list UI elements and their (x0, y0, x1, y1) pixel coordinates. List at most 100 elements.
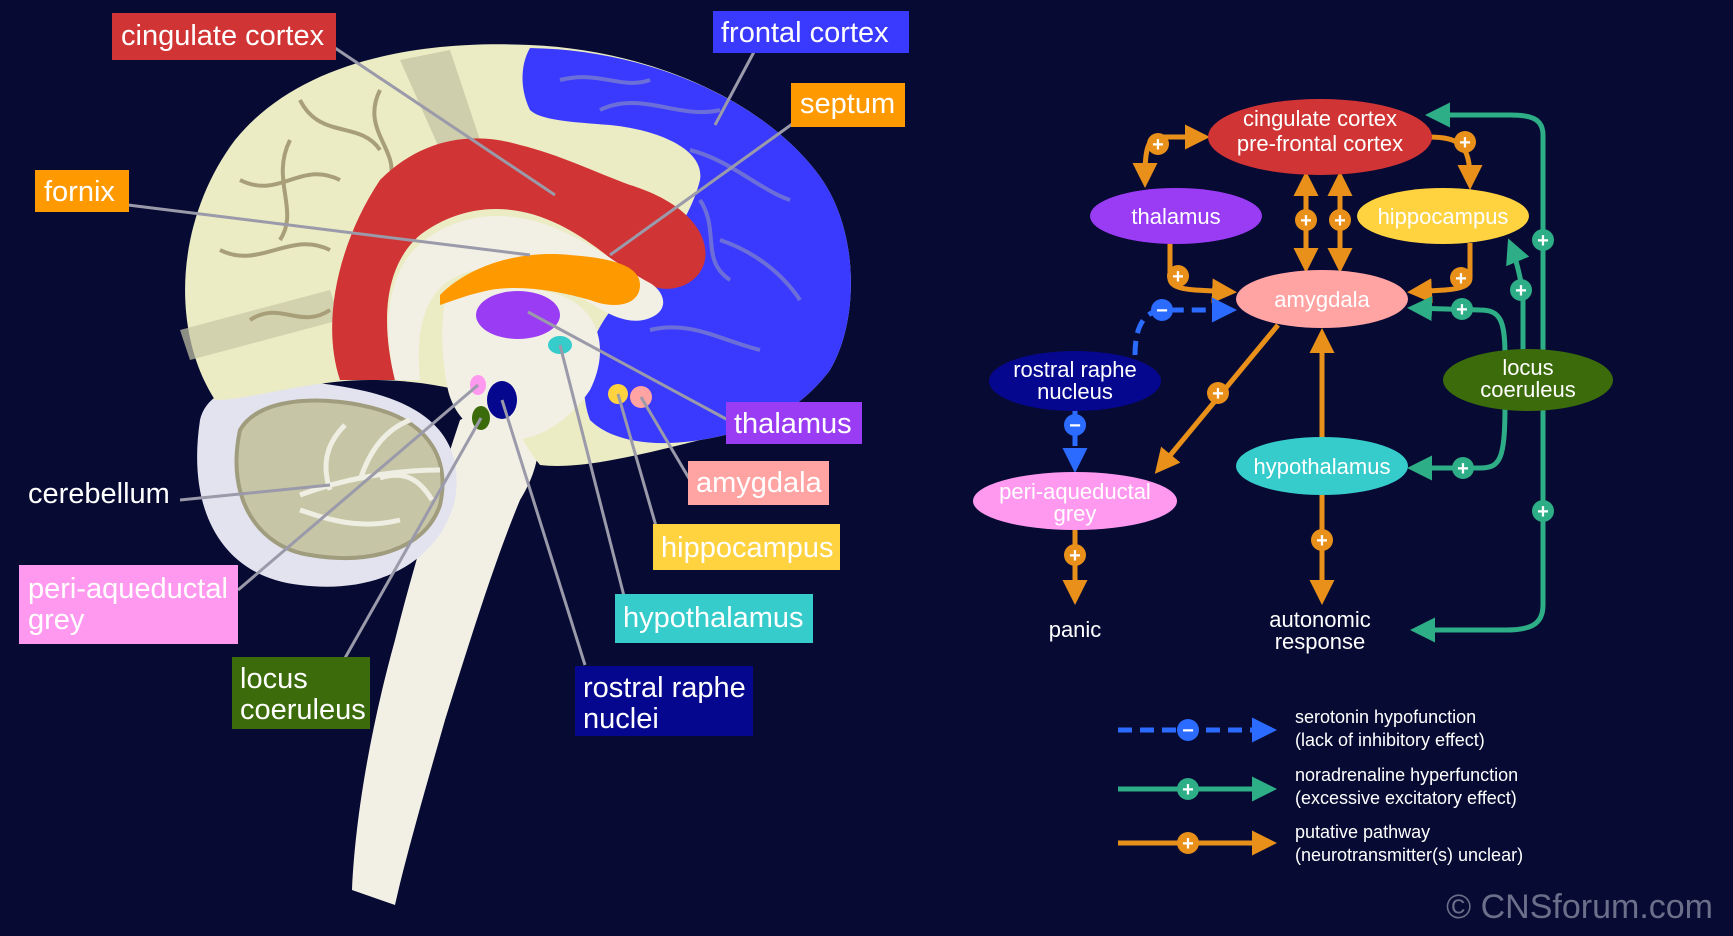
svg-text:+: + (1456, 299, 1468, 321)
locus-node: locus coeruleus (1443, 349, 1613, 411)
amygdala-node: amygdala (1236, 270, 1408, 328)
leader-septum (609, 120, 796, 257)
septum-label-box (791, 83, 905, 127)
svg-text:+: + (1537, 501, 1549, 523)
hippocampus-label-box (653, 524, 840, 570)
sign-badges: + + + + + + + + + + + + + + − − (1064, 131, 1554, 567)
locus-label-line2: coeruleus (240, 694, 366, 726)
autonomic-label-line2: response (1275, 629, 1366, 654)
cerebellum-folia (299, 417, 441, 527)
svg-text:+: + (1316, 530, 1328, 552)
locus-label-box (232, 657, 370, 729)
svg-text:+: + (1182, 779, 1194, 801)
cerebrum-gyri (219, 89, 394, 322)
legend-serotonin: − serotonin hypofunction (lack of inhibi… (1118, 707, 1485, 750)
leader-pag (237, 383, 479, 592)
svg-text:−: − (1182, 720, 1194, 742)
raphe-label-line2: nuclei (583, 703, 659, 735)
leader-cerebellum (179, 483, 331, 502)
thalamus-node: thalamus (1090, 188, 1262, 244)
hippocampus-label: hippocampus (661, 532, 834, 564)
pag-node: peri-aqueductal grey (973, 472, 1177, 530)
svg-text:+: + (1459, 132, 1471, 154)
legend-putative-line1: putative pathway (1295, 822, 1430, 842)
leader-lines (127, 46, 796, 666)
pag-node-line2: grey (1054, 501, 1097, 526)
badge-plus: + (1207, 382, 1229, 405)
hypothalamus-node: hypothalamus (1236, 437, 1408, 495)
cingulate-node: cingulate cortex pre-frontal cortex (1208, 99, 1432, 175)
raphe-node: rostral raphe nucleus (989, 351, 1161, 411)
svg-text:+: + (1069, 545, 1081, 567)
legend-putative-line2: (neurotransmitter(s) unclear) (1295, 845, 1523, 865)
thalamus-shape (476, 291, 560, 339)
legend-noradrenaline: + noradrenaline hyperfunction (excessive… (1118, 765, 1518, 808)
badge-plus: + (1064, 544, 1086, 567)
svg-text:+: + (1182, 833, 1194, 855)
noradrenaline-pathways (1407, 102, 1546, 643)
legend-noradrenaline-line2: (excessive excitatory effect) (1295, 788, 1517, 808)
thalamus-label: thalamus (734, 408, 852, 440)
leader-locus (343, 417, 483, 659)
raphe-label-line1: rostral raphe (583, 672, 746, 704)
thalamus-label-box (726, 402, 862, 444)
badge-plus: + (1451, 298, 1473, 321)
septum-fornix-shape (440, 254, 640, 305)
occipital-band (180, 290, 340, 360)
frontal-gyri (559, 75, 802, 352)
brain-illustration (180, 44, 851, 905)
leader-frontal (713, 49, 757, 126)
raphe-node-line2: nucleus (1037, 379, 1113, 404)
leader-amygdala (639, 396, 692, 481)
badge-plus: + (1329, 209, 1351, 232)
badge-plus: + (1454, 131, 1476, 154)
hypothalamus-label: hypothalamus (623, 602, 804, 634)
copyright-watermark: © CNSforum.com (1446, 888, 1713, 926)
svg-text:+: + (1172, 266, 1184, 288)
cingulate-node-line2: pre-frontal cortex (1237, 131, 1403, 156)
parietal-band (400, 50, 480, 150)
svg-text:+: + (1334, 210, 1346, 232)
raphe-node-line1: rostral raphe (1013, 357, 1137, 382)
path-locus-amygdala (1407, 296, 1508, 356)
fornix-label-box (35, 170, 129, 212)
amygdala-label-box (688, 461, 829, 505)
fornix-label: fornix (44, 176, 115, 208)
amygdala-node-label: amygdala (1274, 287, 1370, 312)
hypothalamus-node-label: hypothalamus (1254, 454, 1391, 479)
svg-text:+: + (1457, 458, 1469, 480)
cerebellum-inner (234, 398, 445, 560)
legend: − serotonin hypofunction (lack of inhibi… (1118, 707, 1523, 865)
amygdala-label: amygdala (696, 467, 823, 499)
cingulate-label-box (112, 13, 336, 60)
badge-minus: − (1151, 299, 1173, 322)
cingulate-label: cingulate cortex (121, 20, 325, 52)
cingulate-shape (332, 138, 706, 380)
autonomic-label-line1: autonomic (1269, 607, 1371, 632)
leader-hypothalamus (558, 344, 627, 601)
badge-plus: + (1147, 133, 1169, 156)
svg-text:+: + (1300, 210, 1312, 232)
frontal-label-box (713, 11, 909, 53)
pathway-diagram: + + + + + + + + + + + + + + − − cingulat… (973, 99, 1613, 654)
leader-cingulate (334, 46, 556, 197)
badge-plus: + (1295, 209, 1317, 232)
badge-minus: − (1064, 414, 1086, 437)
path-locus-hypothalamus (1407, 404, 1508, 481)
path-locus-autonomic (1410, 405, 1546, 643)
hippocampus-node-label: hippocampus (1378, 204, 1509, 229)
badge-plus: + (1450, 267, 1472, 290)
brain-label-boxes: cingulate cortex frontal cortex septum f… (19, 11, 909, 736)
svg-text:−: − (1069, 415, 1081, 437)
path-raphe-amygdala (1132, 297, 1237, 356)
hypothalamus-label-box (615, 594, 813, 643)
svg-text:+: + (1537, 230, 1549, 252)
locus-label-line1: locus (240, 663, 308, 695)
svg-text:+: + (1455, 268, 1467, 290)
badge-plus: + (1532, 229, 1554, 252)
cerebellum-label: cerebellum (28, 478, 170, 510)
badge-plus: + (1510, 279, 1532, 302)
badge-plus: + (1532, 500, 1554, 523)
